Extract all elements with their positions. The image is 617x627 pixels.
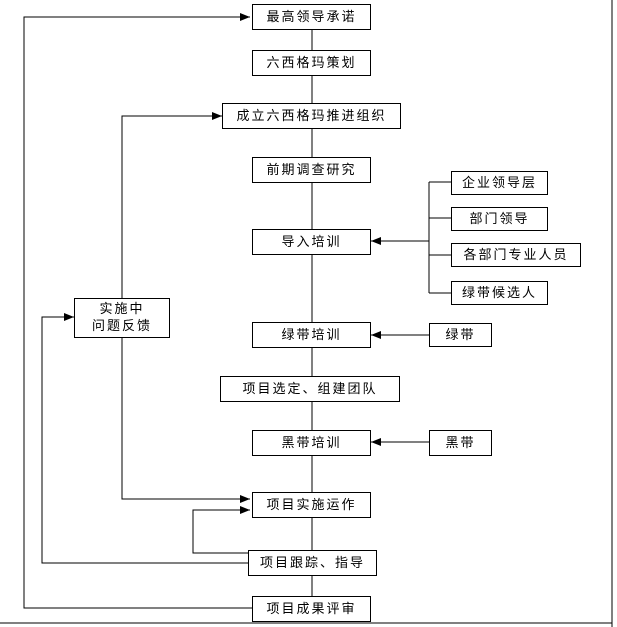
input-dept: 部门领导 [451,207,548,231]
node-green-training-label: 绿带培训 [281,327,342,343]
node-eval: 项目成果评审 [252,596,371,622]
input-green-belt: 绿带 [429,323,492,347]
node-org: 成立六西格玛推进组织 [222,103,401,129]
node-survey: 前期调查研究 [252,157,371,183]
input-black-belt: 黑带 [429,430,492,456]
feedback-to-org-line [121,112,222,298]
node-intro-training: 导入培训 [252,229,371,255]
eval-to-leader-line [23,13,252,609]
node-black-training-label: 黑带培训 [281,435,342,451]
node-plan-label: 六西格玛策划 [266,55,357,71]
input-dept-label: 部门领导 [469,211,530,227]
node-select-team: 项目选定、组建团队 [220,376,400,402]
node-feedback-line2: 问题反馈 [91,319,152,334]
node-track-label: 项目跟踪、指导 [259,555,365,571]
node-implement: 项目实施运作 [252,492,371,518]
node-org-label: 成立六西格玛推进组织 [236,108,387,124]
node-survey-label: 前期调查研究 [266,162,357,178]
node-green-training: 绿带培训 [252,322,371,348]
input-staff-label: 各部门专业人员 [463,247,569,263]
node-intro-training-label: 导入培训 [281,234,342,250]
node-plan: 六西格玛策划 [252,50,371,76]
node-feedback-line1: 实施中 [99,302,145,317]
node-select-team-label: 项目选定、组建团队 [242,381,378,397]
node-leader: 最高领导承诺 [252,4,371,30]
input-staff: 各部门专业人员 [451,243,581,267]
input-green-belt-label: 绿带 [445,327,476,343]
node-black-training: 黑带培训 [252,430,371,456]
input-exec: 企业领导层 [451,171,548,195]
track-to-implement-loop-line [192,506,250,554]
feedback-to-implement-line [121,337,250,503]
input-black-belt-label: 黑带 [445,435,476,451]
node-implement-label: 项目实施运作 [266,497,357,513]
input-exec-label: 企业领导层 [461,175,537,191]
input-candidate: 绿带候选人 [451,281,548,305]
node-track: 项目跟踪、指导 [248,550,377,576]
track-to-feedback-line [41,313,248,564]
input-candidate-label: 绿带候选人 [461,285,537,301]
node-leader-label: 最高领导承诺 [266,9,357,25]
node-eval-label: 项目成果评审 [266,601,357,617]
node-feedback: 实施中 问题反馈 [74,298,170,338]
